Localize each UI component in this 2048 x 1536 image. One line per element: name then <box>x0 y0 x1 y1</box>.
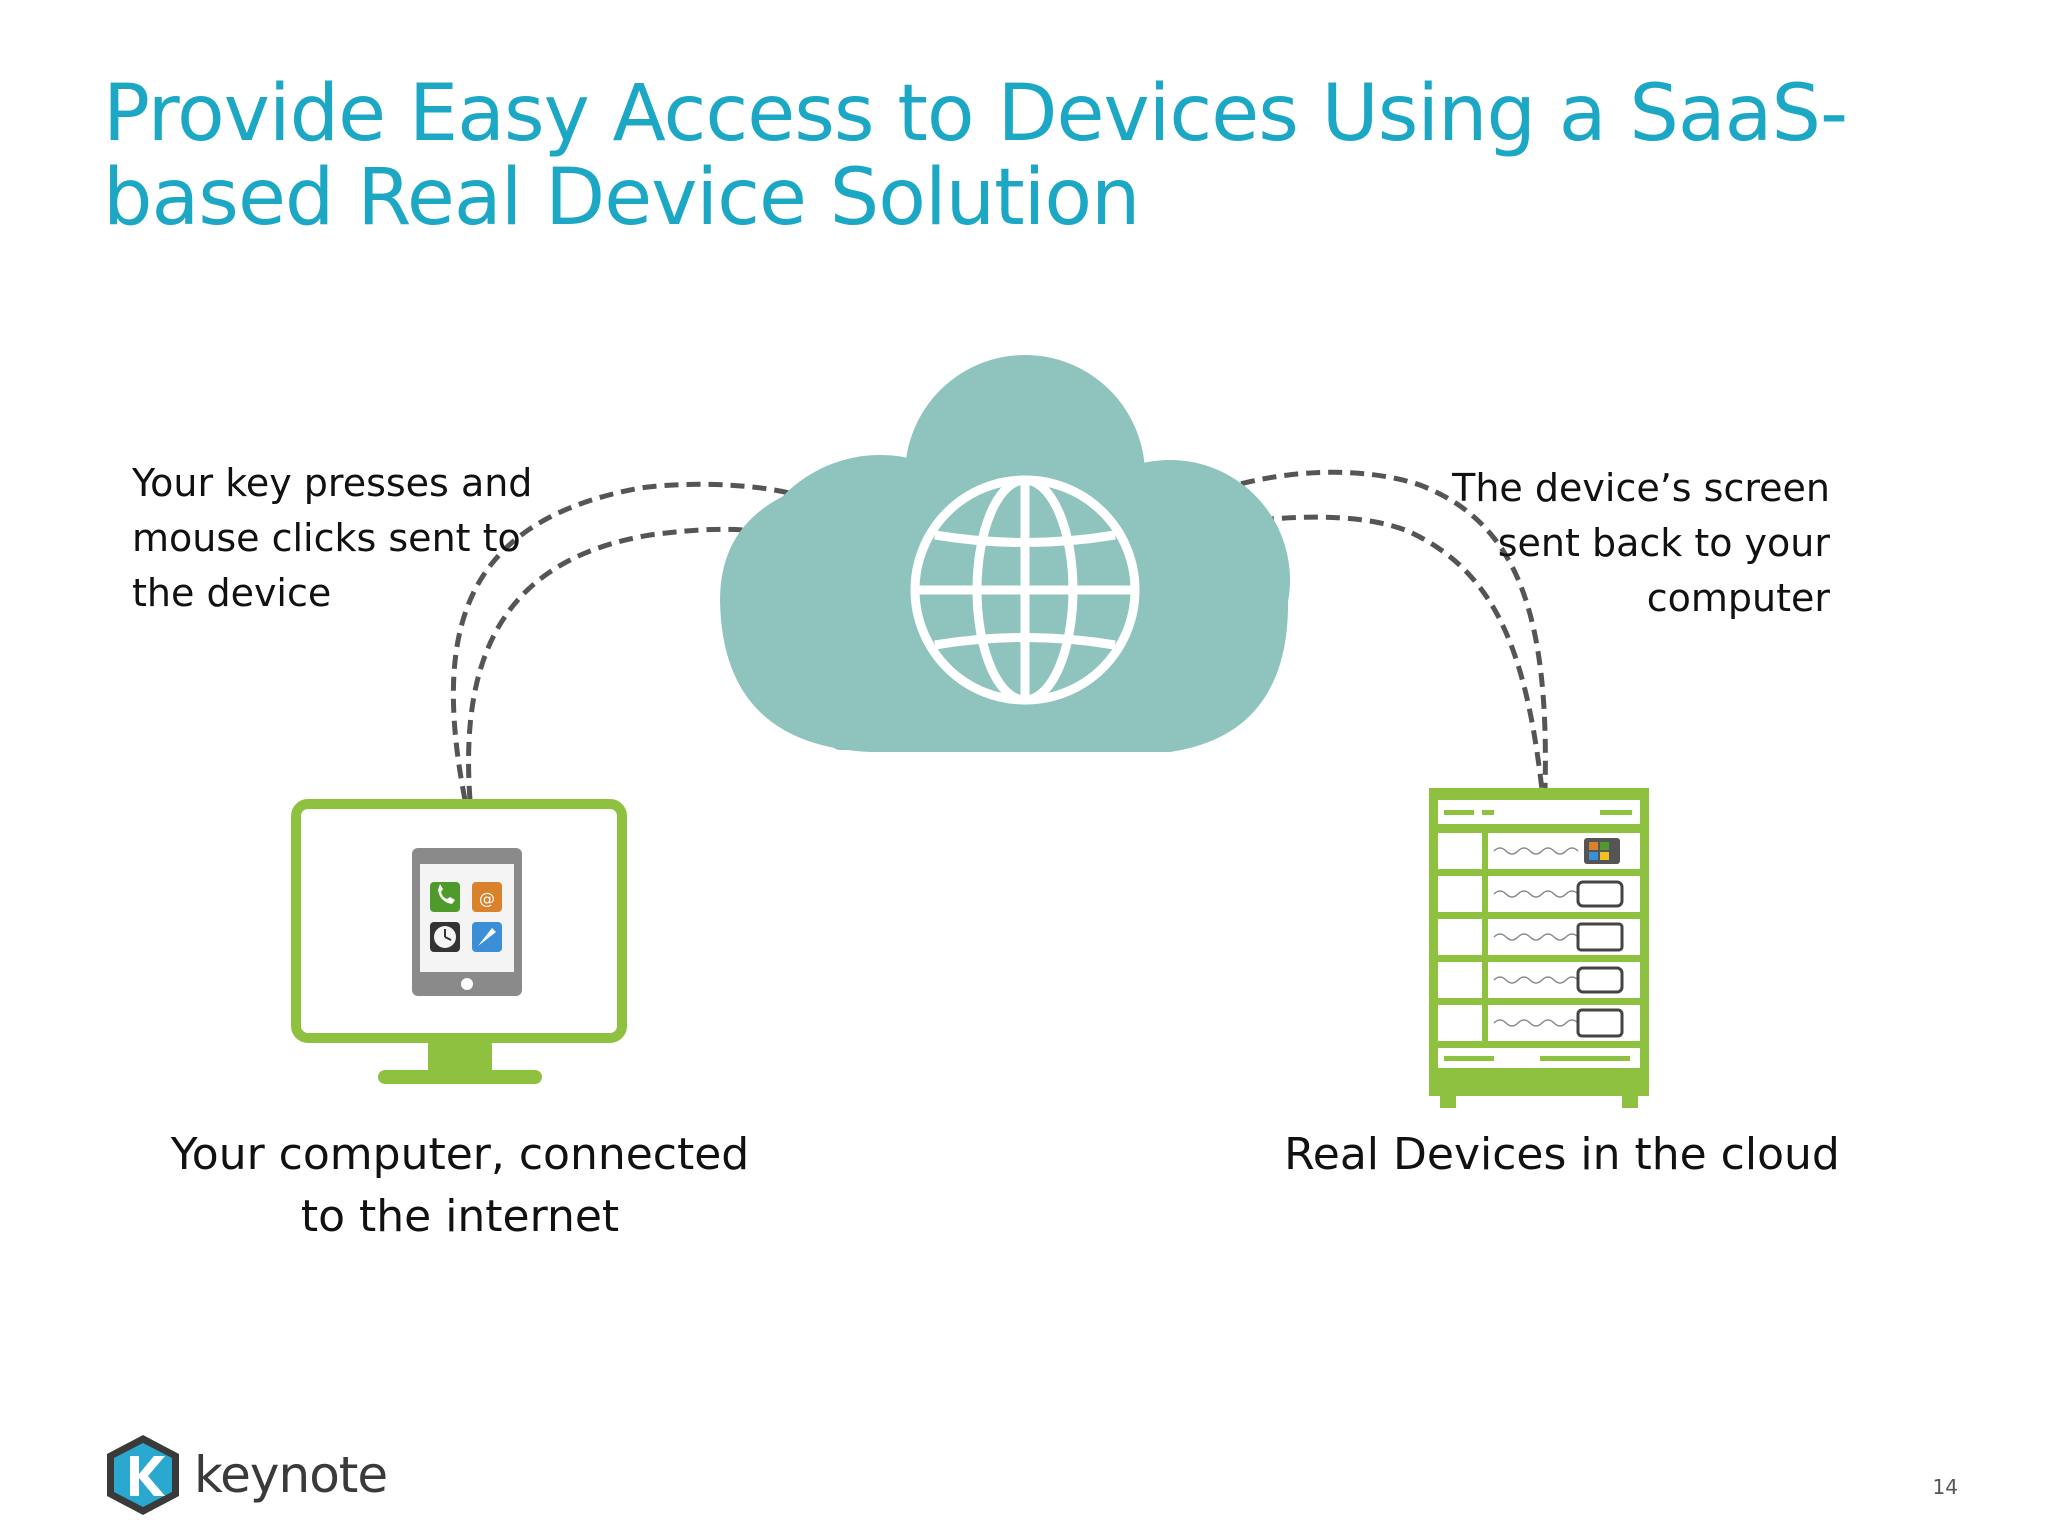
rack-slot-4 <box>1438 962 1640 998</box>
tablet-icon: @ <box>412 848 522 996</box>
connector-devices-outer <box>1219 469 1548 791</box>
svg-text:@: @ <box>479 889 495 908</box>
device-rack-icon <box>1429 788 1649 1108</box>
callout-right-line-1: The device’s screen <box>1452 466 1830 510</box>
caption-computer: Your computer, connected to the internet <box>160 1124 760 1248</box>
slide-title-line-1: Provide Easy Access to Devices Using a S… <box>103 69 1848 159</box>
callout-left-line-1: Your key presses and <box>132 461 533 505</box>
caption-devices: Real Devices in the cloud <box>1262 1124 1862 1186</box>
connector-computer-outer <box>450 481 801 801</box>
monitor-with-tablet-icon: @ <box>291 799 627 1084</box>
caption-devices-line-1: Real Devices in the cloud <box>1284 1129 1840 1180</box>
mail-app-icon <box>472 882 502 912</box>
slide-title-line-2: based Real Device Solution <box>103 153 1140 243</box>
callout-screen-returned: The device’s screen sent back to your co… <box>1452 461 1830 626</box>
keynote-logo: keynote <box>102 1430 388 1520</box>
phone-app-icon <box>430 882 460 912</box>
rack-bottom-panel <box>1438 1048 1640 1068</box>
callout-left-line-3: the device <box>132 571 332 615</box>
rack-slot-1 <box>1438 833 1640 869</box>
connector-computer-inner <box>466 526 761 801</box>
rack-top-panel <box>1438 800 1640 824</box>
callout-input-sent: Your key presses and mouse clicks sent t… <box>132 456 532 621</box>
page-number: 14 <box>1932 1475 1958 1499</box>
caption-computer-line-1: Your computer, connected <box>170 1129 750 1180</box>
callout-left-line-2: mouse clicks sent to <box>132 516 521 560</box>
slide-title: Provide Easy Access to Devices Using a S… <box>103 72 1863 240</box>
caption-computer-line-2: to the internet <box>300 1191 620 1242</box>
rack-slot-3 <box>1438 919 1640 955</box>
keynote-logo-mark-icon <box>107 1435 179 1515</box>
callout-right-line-2: sent back to your <box>1497 521 1830 565</box>
cloud-globe-icon <box>720 355 1290 752</box>
rack-slot-2 <box>1438 876 1640 912</box>
keynote-logo-text: keynote <box>194 1446 388 1504</box>
callout-right-line-3: computer <box>1646 576 1830 620</box>
rack-slot-5 <box>1438 1005 1640 1041</box>
